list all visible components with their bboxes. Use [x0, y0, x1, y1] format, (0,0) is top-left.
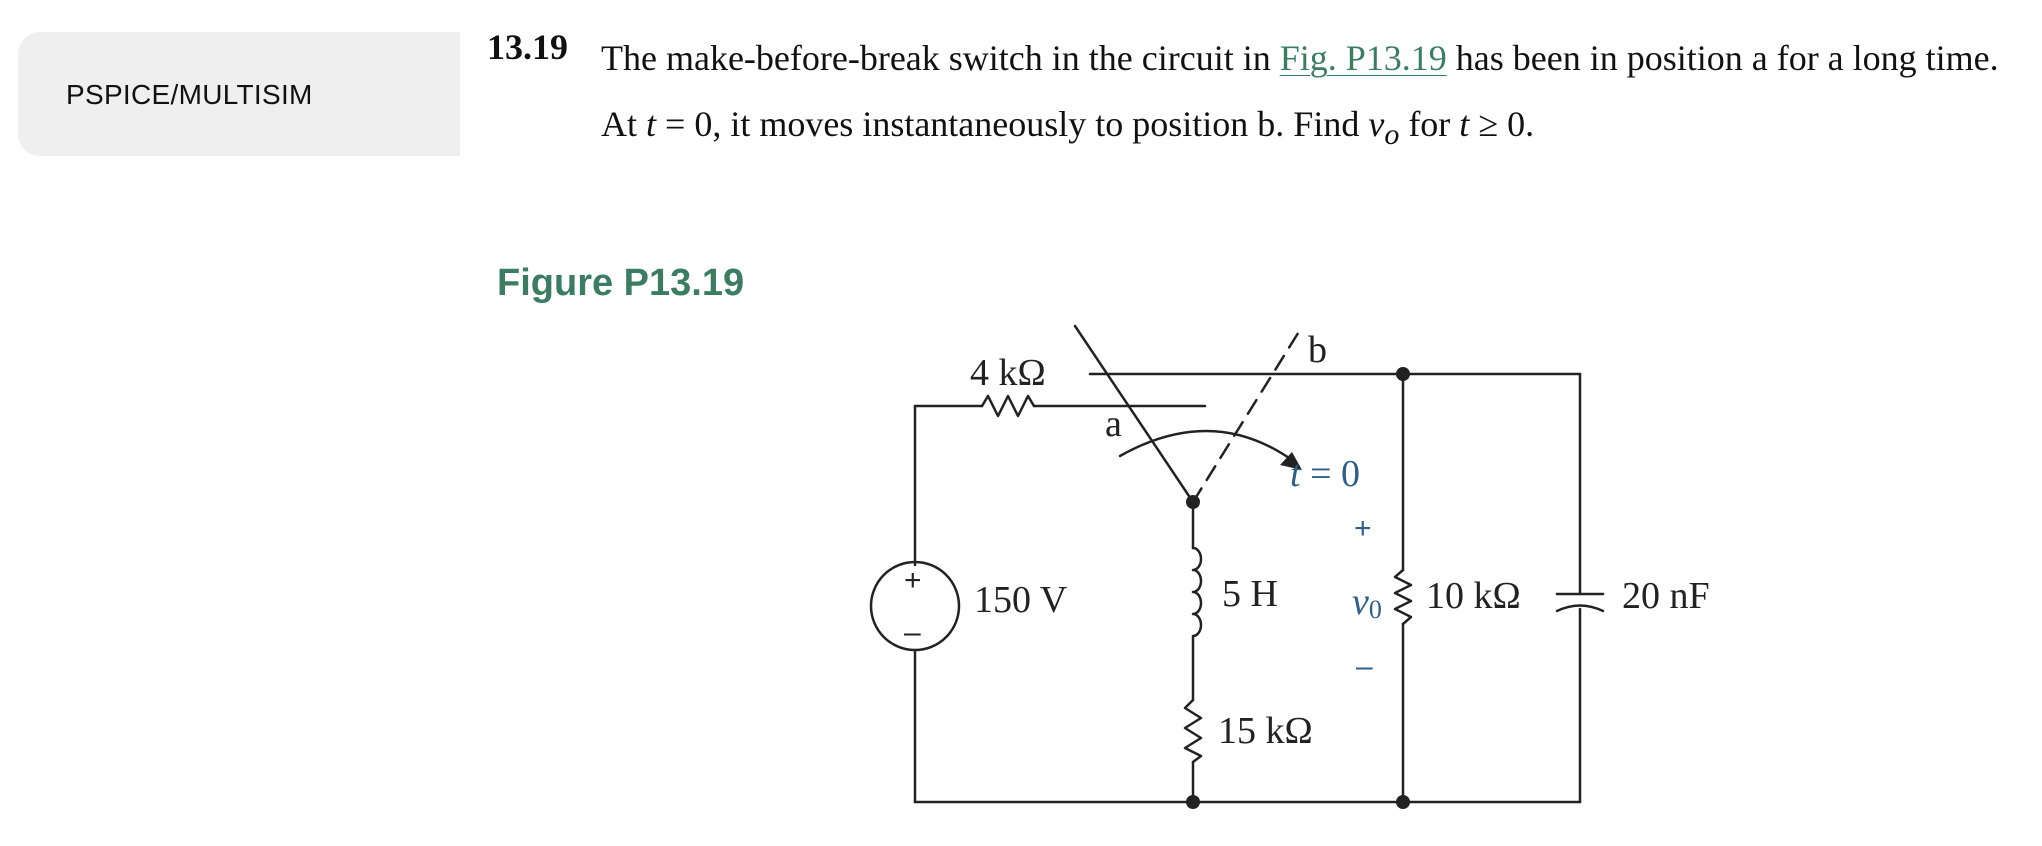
problem-text-part-2: has been in position a for a long time. … [601, 38, 1999, 144]
label-source-plus: + [904, 564, 922, 597]
sidebar-tag: PSPICE/MULTISIM [18, 32, 460, 156]
label-source-minus: – [904, 616, 921, 649]
resistor-4k [980, 394, 1036, 418]
label-switch-time: t = 0 [1290, 453, 1360, 495]
math-v-subscript: o [1384, 118, 1400, 152]
label-10k-resistor: 10 kΩ [1426, 575, 1521, 617]
label-vo: v0 [1352, 581, 1382, 624]
figure-link[interactable]: Fig. P13.19 [1279, 38, 1447, 78]
resistor-15k [1183, 698, 1203, 764]
switch-arrow-head [1280, 452, 1302, 470]
label-vo-var: v [1352, 581, 1369, 623]
problem-text-part-5: ≥ 0. [1469, 104, 1535, 144]
label-source-voltage: 150 V [974, 579, 1068, 621]
node-top-right [1396, 367, 1410, 381]
node-switch-pivot [1186, 495, 1200, 509]
node-bottom-middle [1186, 795, 1200, 809]
math-t-2: t [1459, 104, 1470, 144]
figure-title: Figure P13.19 [497, 262, 745, 304]
label-vo-plus: + [1354, 512, 1372, 545]
voltage-source [869, 560, 961, 652]
switch-blade-b [1191, 328, 1302, 504]
node-bottom-right [1396, 795, 1410, 809]
problem-number: 13.19 [487, 27, 568, 67]
label-inductor: 5 H [1222, 573, 1278, 615]
label-switch-a: a [1105, 403, 1122, 445]
label-4k-resistor: 4 kΩ [970, 352, 1046, 394]
label-capacitor: 20 nF [1622, 575, 1710, 617]
problem-text-part-3: = 0, it moves instantaneously to positio… [656, 104, 1369, 144]
math-v: v [1368, 104, 1385, 144]
tag-label: PSPICE/MULTISIM [66, 79, 313, 110]
switch-motion-arc [1118, 429, 1294, 462]
problem-text: The make-before-break switch in the circ… [601, 25, 2031, 168]
label-switch-time-var: t [1290, 453, 1302, 495]
resistor-10k [1393, 568, 1413, 626]
label-vo-sub: 0 [1369, 595, 1382, 624]
switch-blade-a [1073, 324, 1195, 504]
inductor-5h [1191, 546, 1203, 702]
label-vo-minus: – [1356, 650, 1373, 683]
label-switch-time-rest: = 0 [1301, 453, 1360, 495]
label-switch-b: b [1308, 329, 1327, 371]
problem-text-part-4: for [1399, 104, 1460, 144]
label-15k-resistor: 15 kΩ [1218, 710, 1313, 752]
math-t-1: t [646, 104, 657, 144]
problem-text-part-1: The make-before-break switch in the circ… [601, 38, 1280, 78]
capacitor-bottom-plate [1555, 604, 1605, 613]
